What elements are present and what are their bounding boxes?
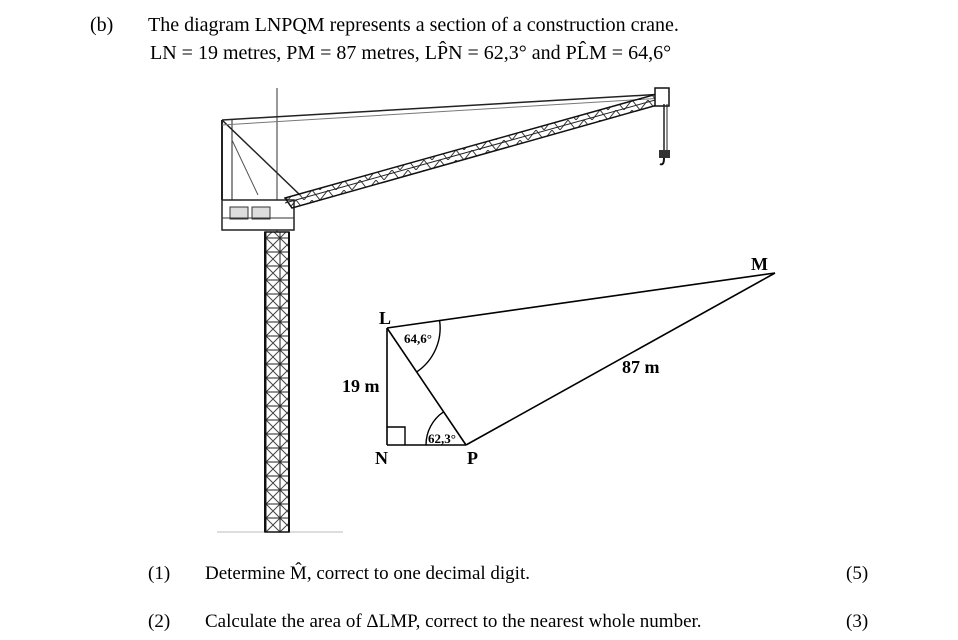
subquestion-2-marks: (3): [846, 611, 869, 632]
crane-mast: [264, 231, 290, 533]
point-p-label: P: [467, 448, 478, 468]
jib-tie-line: [221, 93, 665, 121]
point-l-label: L: [379, 308, 391, 328]
part-label: (b): [90, 14, 114, 36]
angle-plm-label: 64,6°: [404, 331, 432, 346]
side-pm-label: 87 m: [622, 357, 660, 377]
point-m-label: M: [751, 254, 768, 274]
point-n-label: N: [375, 448, 388, 468]
angle-arc-l: [416, 320, 441, 373]
right-angle-marker: [387, 426, 406, 445]
subquestion-2-number: (2): [148, 611, 171, 632]
angle-arc-p: [425, 411, 444, 446]
side-ln-label: 19 m: [342, 376, 380, 396]
diagram-panel: [343, 258, 579, 534]
segment-lp: [386, 327, 467, 446]
segment-pm: [465, 272, 776, 446]
angle-lpn-label: 62,3°: [428, 431, 456, 446]
triangle-diagram: L N P M 19 m 87 m 64,6° 62,3°: [342, 254, 776, 468]
crane-illustration: [217, 87, 670, 533]
subquestion-2-text: Calculate the area of ΔLMP, correct to t…: [205, 611, 702, 632]
subquestion-1-number: (1): [148, 563, 171, 584]
segment-lm: [386, 272, 776, 329]
given-values: LN = 19 metres, PM = 87 metres, LP̂N = 6…: [150, 42, 672, 64]
hook-icon: [659, 157, 665, 166]
subquestion-1-marks: (5): [846, 563, 869, 584]
subquestion-1-text: Determine M̂, correct to one decimal dig…: [205, 563, 530, 584]
question-intro: The diagram LNPQM represents a section o…: [148, 14, 679, 36]
